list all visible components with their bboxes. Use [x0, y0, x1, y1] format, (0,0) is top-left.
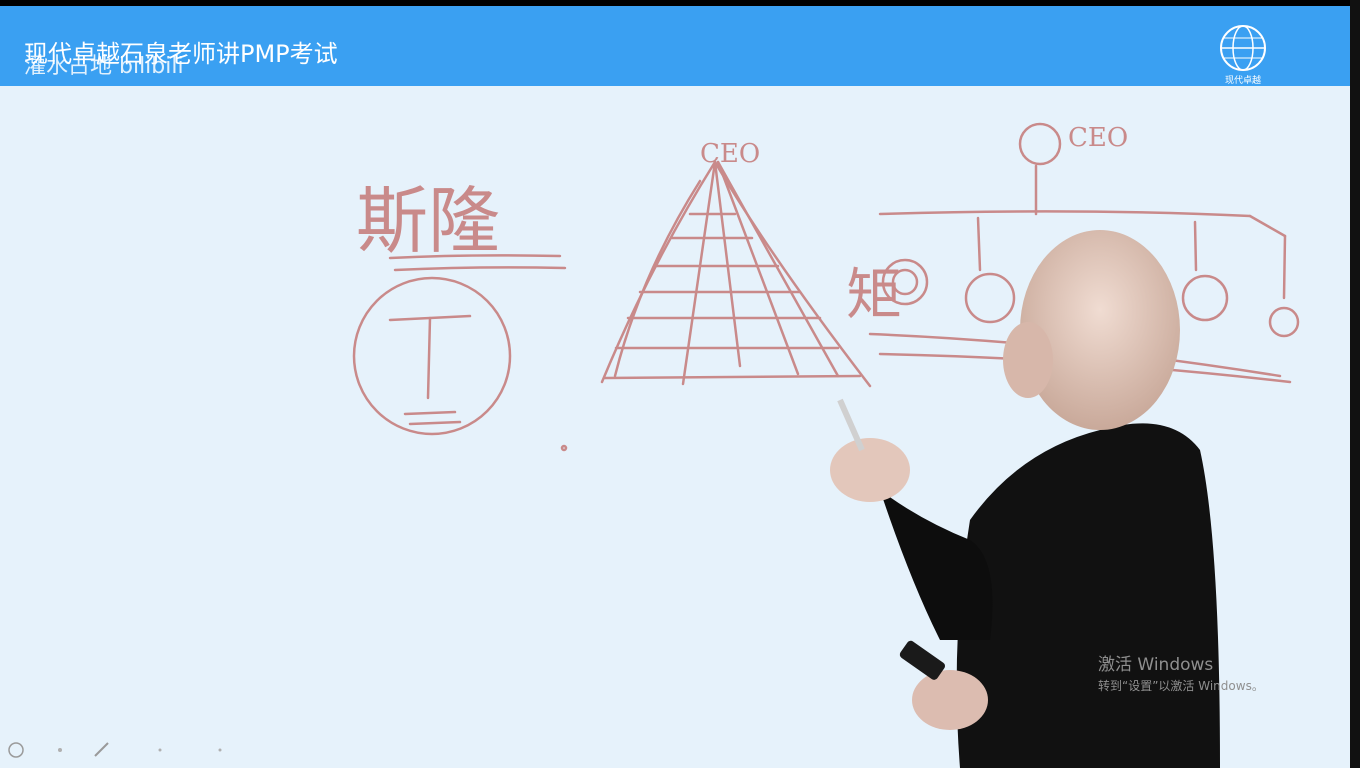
whiteboard-drawing: 斯隆 CEO CEO 矩: [352, 122, 1300, 452]
course-title-text: 现代卓越石泉老师讲PMP考试: [24, 40, 338, 68]
logo-label: 现代卓越: [1225, 74, 1261, 86]
pyramid-org-drawing: [600, 160, 872, 388]
activation-subtitle: 转到“设置”以激活 Windows。: [1098, 679, 1264, 693]
course-title: 现代卓越石泉老师讲PMP考试 灌水占地 bilibili: [24, 34, 338, 79]
frame-edge: [1350, 0, 1360, 768]
activation-title: 激活 Windows: [1098, 655, 1214, 675]
sloan-handwriting: 斯隆: [356, 179, 500, 263]
windows-activation-watermark: 激活 Windows 转到“设置”以激活 Windows。: [1098, 650, 1264, 694]
video-header-bar: 现代卓越石泉老师讲PMP考试 灌水占地 bilibili 现代卓越: [0, 6, 1350, 86]
dot-icon: [58, 748, 62, 752]
channel-overlay-text: 灌水占地 bilibili: [24, 54, 184, 79]
pen-icon: [94, 742, 109, 757]
replay-icon: [8, 742, 24, 758]
ceo-label-left: CEO: [700, 139, 760, 169]
globe-logo-icon: 现代卓越: [1208, 18, 1278, 88]
circle-t-drawing: [352, 276, 512, 436]
matrix-handwriting: 矩: [846, 263, 902, 328]
ceo-label-right: CEO: [1068, 123, 1128, 153]
player-controls-faint: [0, 740, 300, 762]
presenter-figure: [830, 230, 1220, 768]
